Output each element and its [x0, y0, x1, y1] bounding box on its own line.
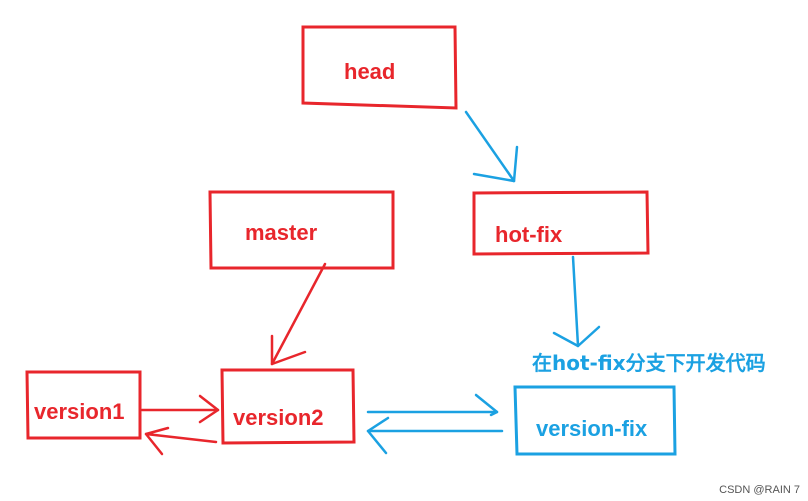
node-version1: version1 [25, 370, 142, 440]
arrow-master-to-version2-line [270, 262, 327, 366]
node-hotfix-box [472, 190, 650, 256]
arrow-version2-to-versionfix [366, 393, 499, 417]
node-head-box [301, 25, 458, 110]
node-master-label: master [245, 220, 318, 245]
node-master: master [208, 190, 395, 270]
arrow-master-to-version2-tip [270, 334, 307, 366]
arrow-version2-to-version1-line [144, 432, 218, 444]
arrow-version1-to-version2-tip [198, 394, 220, 424]
node-hotfix: hot-fix [472, 190, 650, 256]
node-versionfix-label: version-fix [536, 416, 648, 441]
node-version2: version2 [220, 368, 356, 445]
arrow-version2-to-versionfix-tip [474, 393, 499, 417]
arrow-head-to-hotfix-line [464, 110, 516, 183]
annotation-develop-on-hotfix: 在hot-fix分支下开发代码 [532, 351, 766, 375]
node-head-label: head [344, 59, 395, 84]
arrow-hotfix-to-versionfix-line [571, 255, 580, 348]
arrow-versionfix-to-version2 [366, 416, 504, 455]
node-master-box [208, 190, 395, 270]
watermark-text: CSDN @RAIN 7 [719, 484, 800, 496]
node-version2-label: version2 [233, 405, 324, 430]
arrow-master-to-version2 [270, 262, 327, 366]
node-version1-box [25, 370, 142, 440]
arrow-versionfix-to-version2-tip [366, 416, 390, 455]
node-head: head [301, 25, 458, 110]
node-version2-box [220, 368, 356, 445]
arrow-version2-to-version1 [144, 426, 218, 456]
arrow-head-to-hotfix [464, 110, 519, 183]
arrow-hotfix-to-versionfix-tip [552, 325, 601, 348]
node-version1-label: version1 [34, 399, 125, 424]
arrow-hotfix-to-versionfix [552, 255, 601, 348]
node-versionfix: version-fix [513, 385, 677, 456]
arrow-version1-to-version2 [140, 394, 220, 424]
node-hotfix-label: hot-fix [495, 222, 563, 247]
arrow-head-to-hotfix-tip [472, 145, 519, 183]
node-versionfix-box [513, 385, 677, 456]
arrow-version2-to-version1-tip [144, 426, 170, 456]
